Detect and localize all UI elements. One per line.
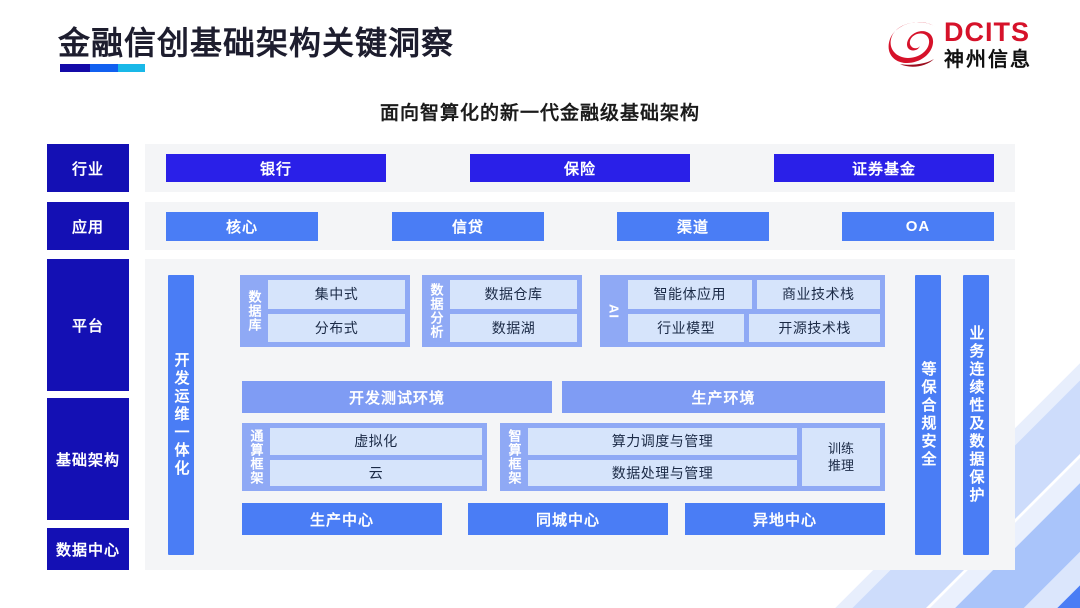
platform-infrastructure-work-area: 数据库 集中式 分布式 数据分析 数据仓库 <box>240 275 900 555</box>
group-data-analytics[interactable]: 数据分析 数据仓库 数据湖 <box>422 275 582 347</box>
diagram-subtitle: 面向智算化的新一代金融级基础架构 <box>379 103 700 124</box>
group-row: 集中式 <box>268 280 405 309</box>
group-row: 虚拟化 <box>270 428 482 455</box>
application-item-credit[interactable]: 信贷 <box>392 212 544 241</box>
datacenter-item-remote[interactable]: 异地中心 <box>685 503 885 535</box>
group-items-database: 集中式 分布式 <box>268 280 405 342</box>
group-label-database: 数据库 <box>246 290 262 332</box>
group-row: 行业模型 开源技术栈 <box>628 313 880 342</box>
slide-header: 金融信创基础架构关键洞察 DCITS 神州信息 <box>0 0 1080 92</box>
cell-data-warehouse[interactable]: 数据仓库 <box>450 280 577 309</box>
group-intelligent-compute-framework[interactable]: 智算框架 算力调度与管理 数据处理与管理 训练 推理 <box>500 423 885 491</box>
datacenter-item-same-city[interactable]: 同城中心 <box>468 503 668 535</box>
group-row: 云 <box>270 459 482 486</box>
group-row: 数据处理与管理 <box>528 459 797 486</box>
group-label-ai: AI <box>606 303 622 319</box>
stage-label-industry[interactable]: 行业 <box>47 144 129 192</box>
group-row: 智能体应用 商业技术栈 <box>628 280 880 309</box>
group-label-general-compute-framework: 通算框架 <box>248 429 264 485</box>
cell-data-processing[interactable]: 数据处理与管理 <box>528 459 797 486</box>
cell-agent-application[interactable]: 智能体应用 <box>628 280 752 309</box>
cell-open-source-tech-stack[interactable]: 开源技术栈 <box>749 313 880 342</box>
logo-en-text: DCITS <box>944 17 1030 47</box>
cell-training-inference[interactable]: 训练 推理 <box>802 428 880 486</box>
cell-compute-scheduling[interactable]: 算力调度与管理 <box>528 428 797 455</box>
cell-centralized[interactable]: 集中式 <box>268 280 405 309</box>
env-bar-dev-test[interactable]: 开发测试环境 <box>242 381 552 413</box>
group-label-intelligent-compute-framework: 智算框架 <box>506 429 522 485</box>
group-items-ai: 智能体应用 商业技术栈 行业模型 开源技术栈 <box>628 280 880 342</box>
industry-item-securities-fund[interactable]: 证券基金 <box>774 154 994 182</box>
cell-data-lake[interactable]: 数据湖 <box>450 313 577 342</box>
company-logo: DCITS 神州信息 <box>888 16 1048 76</box>
cell-training-label: 训练 <box>827 441 854 456</box>
group-row: 数据湖 <box>450 313 577 342</box>
group-row: 算力调度与管理 <box>528 428 797 455</box>
cell-industry-model[interactable]: 行业模型 <box>628 313 745 342</box>
cell-commercial-tech-stack[interactable]: 商业技术栈 <box>756 280 880 309</box>
vertical-bar-devops[interactable]: 开发运维一体化 <box>168 275 194 555</box>
stage-label-application[interactable]: 应用 <box>47 202 129 250</box>
title-rule-segment-3 <box>118 64 145 72</box>
stage-label-datacenter[interactable]: 数据中心 <box>47 528 129 570</box>
stage-label-platform[interactable]: 平台 <box>47 259 129 391</box>
logo-cn-text: 神州信息 <box>944 49 1032 71</box>
group-database[interactable]: 数据库 集中式 分布式 <box>240 275 410 347</box>
page-title: 金融信创基础架构关键洞察 <box>58 25 455 61</box>
cell-inference-label: 推理 <box>827 458 854 473</box>
cell-distributed[interactable]: 分布式 <box>268 313 405 342</box>
group-items-data-analytics: 数据仓库 数据湖 <box>450 280 577 342</box>
group-items-intelligent-compute: 算力调度与管理 数据处理与管理 <box>528 428 797 486</box>
logo-text: DCITS 神州信息 <box>944 18 1032 72</box>
group-items-general-compute: 虚拟化 云 <box>270 428 482 486</box>
application-item-core[interactable]: 核心 <box>166 212 318 241</box>
cell-cloud[interactable]: 云 <box>270 459 482 486</box>
cell-virtualization[interactable]: 虚拟化 <box>270 428 482 455</box>
env-bar-production[interactable]: 生产环境 <box>562 381 885 413</box>
group-ai[interactable]: AI 智能体应用 商业技术栈 行业模型 开源技术栈 <box>600 275 885 347</box>
industry-item-bank[interactable]: 银行 <box>166 154 386 182</box>
vertical-bar-security-compliance[interactable]: 等保合规安全 <box>915 275 941 555</box>
title-underline-rule <box>60 64 145 72</box>
group-row: 分布式 <box>268 313 405 342</box>
application-item-channel[interactable]: 渠道 <box>617 212 769 241</box>
vertical-bar-business-continuity[interactable]: 业务连续性及数据保护 <box>963 275 989 555</box>
application-item-oa[interactable]: OA <box>842 212 994 241</box>
group-row: 数据仓库 <box>450 280 577 309</box>
dcits-swoosh-icon <box>888 22 936 67</box>
group-label-data-analytics: 数据分析 <box>428 283 444 339</box>
datacenter-item-production[interactable]: 生产中心 <box>242 503 442 535</box>
stage-label-infrastructure[interactable]: 基础架构 <box>47 398 129 520</box>
industry-item-insurance[interactable]: 保险 <box>470 154 690 182</box>
title-rule-segment-2 <box>90 64 118 72</box>
title-rule-segment-1 <box>60 64 90 72</box>
group-general-compute-framework[interactable]: 通算框架 虚拟化 云 <box>242 423 487 491</box>
